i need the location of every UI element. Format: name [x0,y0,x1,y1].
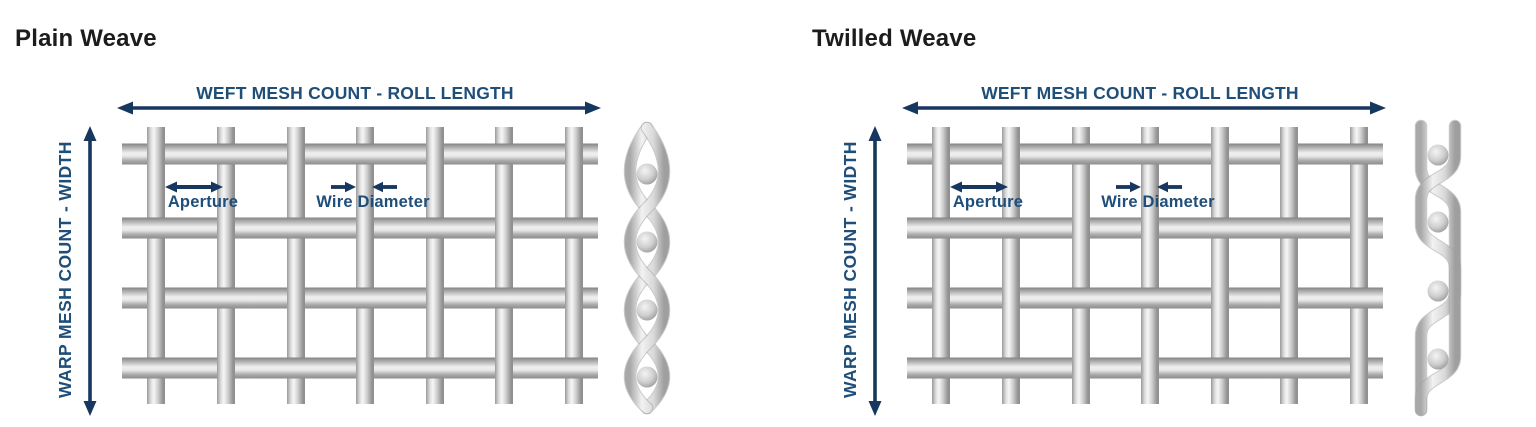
weft-dimension-arrow [117,101,601,115]
panel-twilled-weave: Twilled Weave WEFT MESH COUNT - ROLL LEN… [785,0,1536,427]
weft-dimension-arrow [902,101,1386,115]
panel-title: Twilled Weave [812,24,977,52]
warp-dimension-arrow [83,126,97,416]
warp-dimension-arrow [868,126,882,416]
aperture-arrow [950,181,1008,193]
weave-side-view [623,121,671,415]
wire-diameter-arrows [331,181,397,193]
mesh-grid [907,127,1383,404]
mesh-grid [122,127,598,404]
panel-plain-weave: Plain Weave WEFT MESH COUNT - ROLL LENGT… [15,24,671,416]
aperture-arrow [165,181,223,193]
mesh-diagram-twilled [868,101,1462,417]
wire-diameter-arrows [1116,181,1182,193]
mesh-diagram-plain [83,101,671,416]
panel-title: Plain Weave [15,24,157,52]
weave-side-view [1414,119,1462,417]
